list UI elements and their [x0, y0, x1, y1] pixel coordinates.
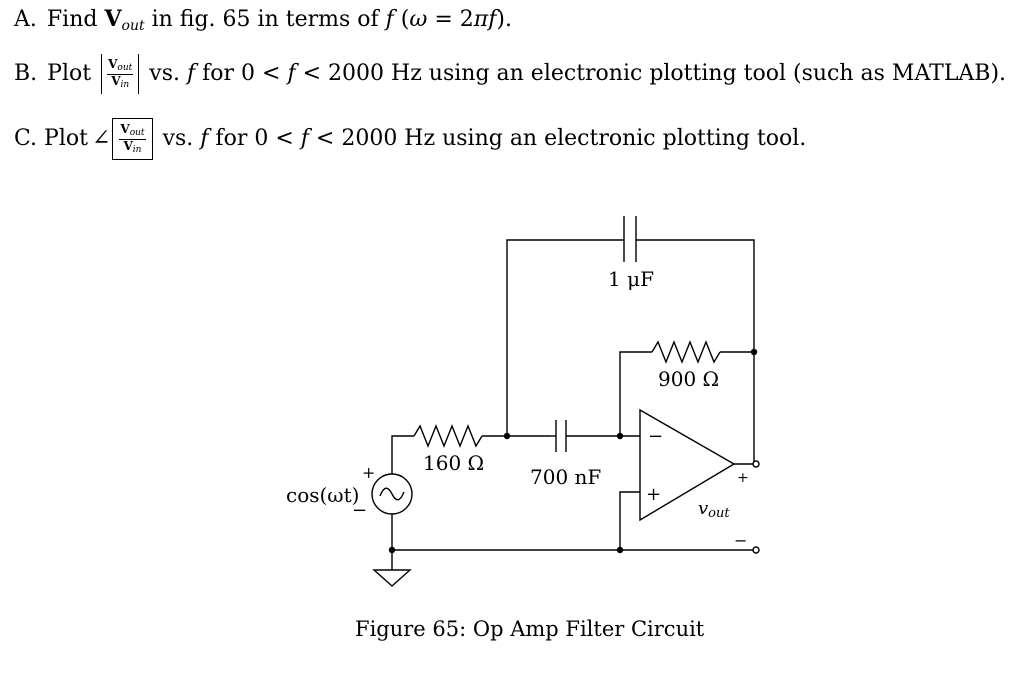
- vout-symbol: V: [104, 6, 122, 32]
- frac-num-v: V: [120, 122, 130, 137]
- wire-inv-r2: [619, 351, 652, 436]
- question-a-text-3: (: [393, 7, 410, 32]
- vout-over-vin-fraction: Vout Vin: [119, 122, 146, 155]
- source-plus: +: [362, 463, 375, 482]
- phase-brackets: Vout Vin: [112, 118, 153, 160]
- angle-symbol: ∠: [91, 126, 111, 151]
- source-label: cos(ωt): [286, 483, 359, 507]
- junction-dot: [750, 348, 758, 356]
- f-symbol-2: f: [488, 7, 497, 32]
- resistor-900: [651, 340, 721, 364]
- frac-num-sub: out: [129, 128, 145, 139]
- junction-dot: [616, 432, 624, 440]
- frac-num-sub: out: [117, 63, 133, 74]
- question-c-vs: vs.: [162, 126, 201, 151]
- circuit-wires: [371, 216, 760, 587]
- magnitude-bars: Vout Vin: [101, 54, 140, 94]
- question-b: B. Plot Vout Vin vs. f for 0 < f < 2000 H…: [14, 54, 1006, 94]
- question-b-text: Plot: [47, 61, 92, 86]
- question-b-label: B.: [14, 61, 38, 86]
- wire-source-r1: [391, 435, 414, 474]
- opamp-minus-label: −: [648, 426, 663, 447]
- r2-label: 900 Ω: [658, 367, 719, 391]
- resistor-160: [413, 424, 483, 448]
- output-minus-label: −: [734, 531, 747, 550]
- output-plus-label: +: [737, 470, 749, 486]
- wire-c2-output: [636, 239, 755, 464]
- f-symbol-2: f: [300, 126, 309, 151]
- frac-den-v: V: [123, 138, 133, 153]
- question-c-text-2: for 0 <: [208, 126, 301, 151]
- junction-dot: [388, 546, 396, 554]
- question-c-label: C. Plot: [14, 126, 88, 151]
- question-b-text-3: < 2000 Hz using an electronic plotting t…: [295, 61, 1007, 86]
- junction-dot: [503, 432, 511, 440]
- op-amp-triangle: [639, 408, 736, 522]
- junction-dots: [388, 348, 758, 554]
- vout-label-sub: out: [708, 506, 730, 521]
- opamp-plus-label: +: [646, 484, 661, 505]
- c1-label: 700 nF: [530, 465, 601, 489]
- junction-dot: [616, 546, 624, 554]
- ac-source-icon: [371, 473, 413, 515]
- question-a-label: A.: [14, 7, 37, 32]
- vout-label-v: v: [698, 498, 708, 519]
- ground-icon: [372, 569, 412, 587]
- omega-symbol: ω: [409, 7, 428, 32]
- frac-den-v: V: [111, 73, 121, 88]
- question-b-text-2: for 0 <: [195, 61, 288, 86]
- question-a-text-2: in fig. 65 in terms of: [144, 7, 386, 32]
- wire-noninv-ground: [619, 491, 640, 550]
- frac-num-v: V: [108, 57, 118, 72]
- r1-label: 160 Ω: [423, 451, 484, 475]
- figure-caption: Figure 65: Op Amp Filter Circuit: [355, 617, 705, 641]
- source-minus: −: [352, 500, 367, 521]
- question-a: A.Find Vout in fig. 65 in terms of f (ω …: [14, 8, 512, 33]
- vout-subscript: out: [121, 18, 145, 34]
- sine-wave-icon: [379, 487, 405, 501]
- vout-over-vin-fraction: Vout Vin: [107, 57, 134, 90]
- question-b-vs: vs.: [149, 61, 187, 86]
- pi-symbol: π: [473, 7, 489, 32]
- f-symbol-2: f: [287, 61, 296, 86]
- question-a-text-5: ).: [496, 7, 512, 32]
- output-terminal-plus: [752, 460, 760, 468]
- frac-den-sub: in: [132, 144, 142, 155]
- question-c: C. Plot∠ Vout Vin vs. f for 0 < f < 2000…: [14, 118, 806, 160]
- f-symbol: f: [200, 126, 209, 151]
- output-terminal-minus: [752, 546, 760, 554]
- question-a-text-4: = 2: [427, 7, 474, 32]
- question-c-text-3: < 2000 Hz using an electronic plotting t…: [308, 126, 807, 151]
- f-symbol: f: [186, 61, 196, 86]
- c2-label: 1 μF: [608, 267, 654, 291]
- vout-label: vout: [698, 498, 730, 521]
- wire-node-a-c2: [506, 239, 624, 436]
- frac-den-sub: in: [120, 79, 130, 90]
- f-symbol: f: [385, 7, 394, 32]
- question-a-text: Find: [46, 7, 98, 32]
- wire-ground-rail: [391, 514, 754, 551]
